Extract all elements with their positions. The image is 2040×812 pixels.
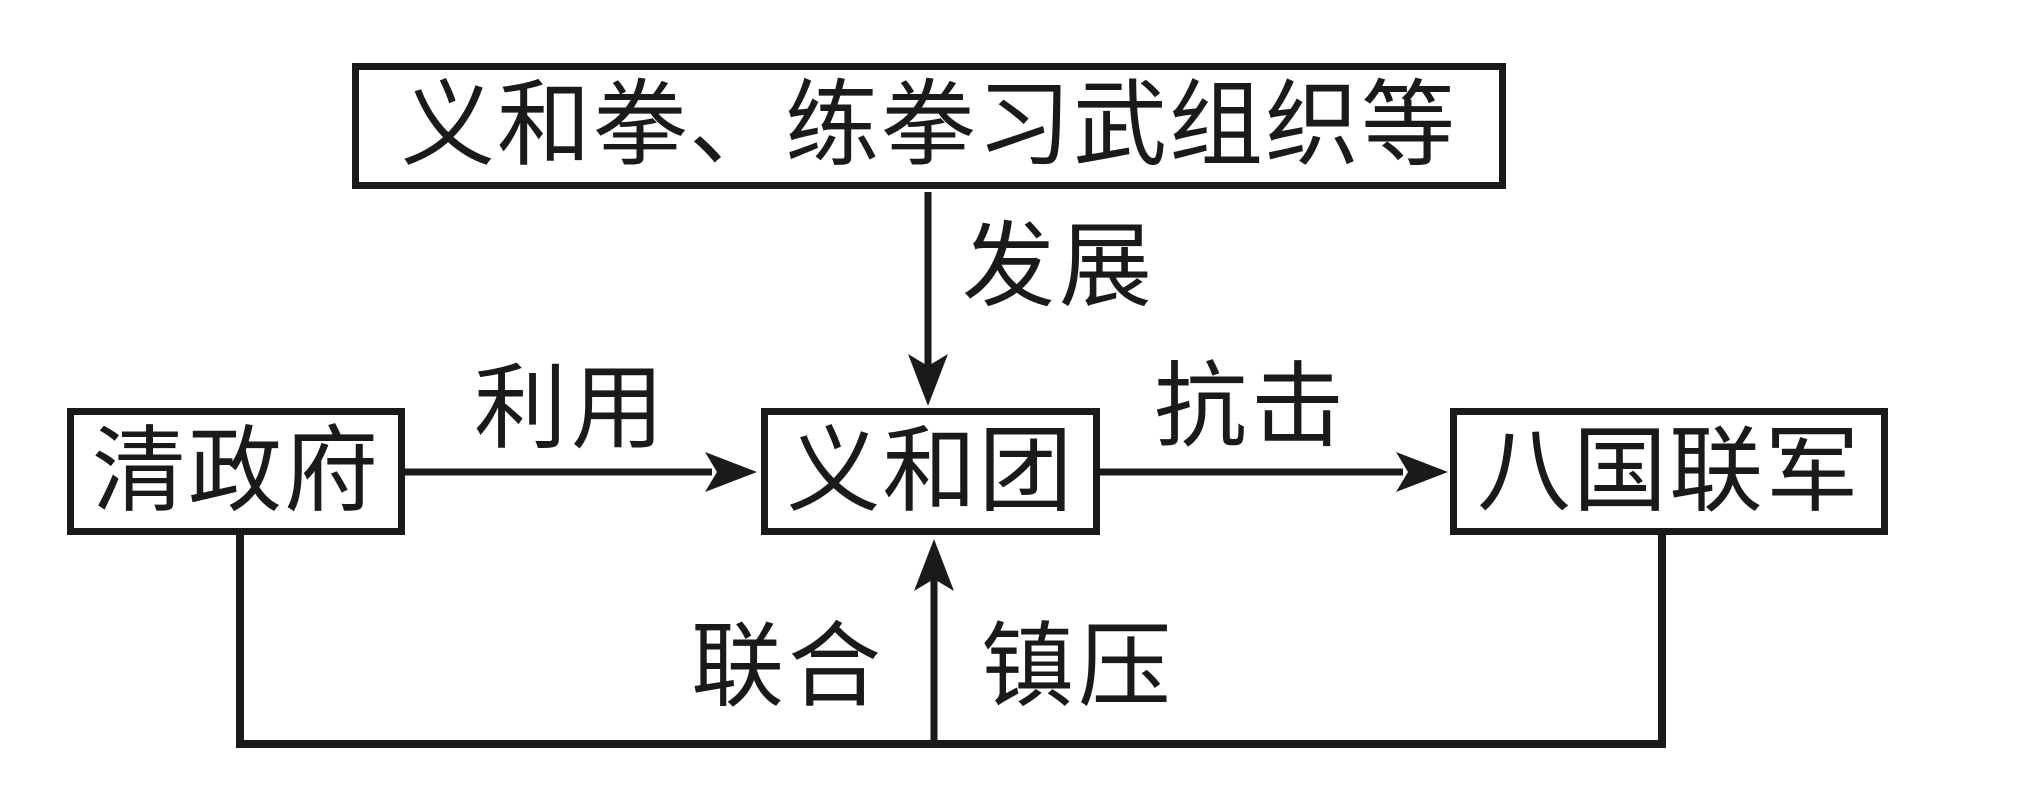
node-eight-nation-alliance: 八国联军 (1450, 408, 1888, 535)
suppress-arrowhead-up-icon (914, 539, 954, 591)
node-boxer-origin-organizations: 义和拳、练拳习武组织等 (352, 63, 1506, 189)
edge-label-resist: 抗击 (1154, 356, 1348, 460)
use-arrowhead-right-icon (705, 452, 757, 492)
edge-label-develop: 发展 (962, 216, 1156, 320)
develop-arrowhead-down-icon (908, 354, 948, 406)
node-qing-government: 清政府 (67, 408, 405, 535)
node-yihetuan-boxers: 义和团 (761, 408, 1100, 535)
edge-label-use: 利用 (474, 358, 668, 462)
resist-arrowhead-right-icon (1396, 452, 1448, 492)
edge-label-suppress: 镇压 (981, 616, 1175, 720)
joint-connector-path (236, 535, 1666, 748)
edge-label-unite: 联合 (691, 616, 885, 720)
